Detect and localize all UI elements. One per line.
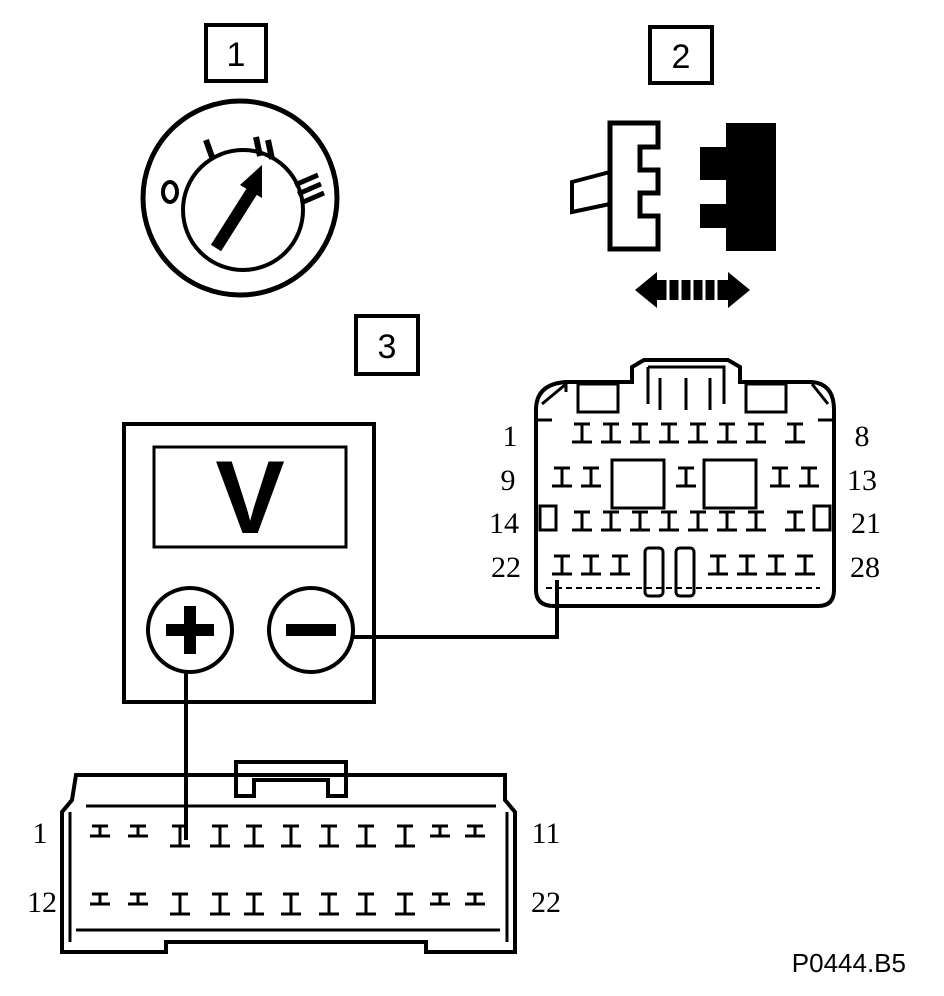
pin-label-11-lower: 11 — [532, 817, 561, 850]
pin-13 — [799, 466, 819, 488]
pin-9 — [552, 466, 572, 488]
pin-17 — [659, 510, 679, 532]
pin-8 — [785, 422, 805, 444]
lower-pin-13 — [128, 892, 148, 906]
connector-disconnect-icon — [570, 120, 776, 308]
pin-label-22: 22 — [491, 551, 521, 584]
lower-pin-1 — [90, 824, 110, 838]
step-2-label: 2 — [648, 25, 714, 85]
pin-1 — [572, 422, 592, 444]
lower-pin-4 — [210, 824, 230, 848]
connector-22-housing — [60, 773, 517, 954]
lower-pin-2 — [128, 824, 148, 838]
pin-5 — [688, 422, 708, 444]
lower-pin-16 — [244, 892, 264, 916]
connector-22-pin — [60, 760, 517, 954]
lower-pin-18 — [319, 892, 339, 916]
connector-22-pins — [90, 824, 485, 916]
pin-7 — [746, 422, 766, 444]
step-3-label: 3 — [354, 314, 420, 376]
lower-pin-11 — [465, 824, 485, 838]
lower-pin-9 — [395, 824, 415, 848]
position-3-marker — [294, 172, 325, 206]
connector-28-pin — [534, 358, 836, 608]
pin-3 — [630, 422, 650, 444]
step-1-label: 1 — [204, 23, 268, 83]
lower-pin-8 — [356, 824, 376, 848]
lower-pin-5 — [244, 824, 264, 848]
step-1-number: 1 — [227, 36, 246, 74]
pin-27 — [766, 554, 786, 576]
pin-19 — [717, 510, 737, 532]
step-2-number: 2 — [672, 38, 691, 76]
lower-pin-15 — [210, 892, 230, 916]
ignition-switch-icon — [140, 98, 340, 298]
lower-pin-20 — [395, 892, 415, 916]
figure-reference: P0444.B5 — [792, 948, 906, 978]
lower-pin-17 — [281, 892, 301, 916]
pin-12 — [770, 466, 790, 488]
pin-6 — [717, 422, 737, 444]
lower-pin-7 — [319, 824, 339, 848]
pin-label-21: 21 — [851, 507, 881, 540]
pin-label-1-lower: 1 — [33, 817, 48, 850]
positive-terminal — [146, 586, 234, 674]
pin-23 — [581, 554, 601, 576]
lower-pin-21 — [430, 892, 450, 906]
key-pointer — [210, 184, 260, 252]
pin-24 — [610, 554, 630, 576]
lower-pin-12 — [90, 892, 110, 906]
step-3-number: 3 — [378, 328, 397, 366]
pin-14 — [572, 510, 592, 532]
pin-label-1: 1 — [503, 420, 518, 453]
negative-terminal — [267, 586, 355, 674]
position-2-marker — [253, 136, 275, 160]
connector-28-pins — [552, 422, 819, 576]
pin-10 — [581, 466, 601, 488]
lower-pin-22 — [465, 892, 485, 906]
pin-label-28: 28 — [850, 551, 880, 584]
lower-pin-14 — [170, 892, 190, 916]
pin-16 — [630, 510, 650, 532]
negative-probe-wire — [353, 580, 559, 639]
pin-28 — [795, 554, 815, 576]
pin-15 — [601, 510, 621, 532]
double-arrow-icon — [635, 272, 750, 308]
pin-label-13: 13 — [847, 464, 877, 497]
plug-wire — [570, 170, 611, 215]
pin-label-12-lower: 12 — [27, 886, 57, 919]
pin-2 — [601, 422, 621, 444]
pin-25 — [708, 554, 728, 576]
pin-22 — [552, 554, 572, 576]
connector-28-latch — [646, 365, 726, 404]
socket-half — [700, 123, 776, 251]
pin-label-9: 9 — [501, 464, 516, 497]
pin-label-14: 14 — [489, 507, 519, 540]
connector-28-housing — [534, 358, 836, 608]
voltmeter-display — [152, 445, 348, 549]
pin-label-22-lower: 22 — [531, 886, 561, 919]
pin-21 — [785, 510, 805, 532]
plug-half — [607, 120, 661, 252]
voltmeter-symbol: V — [215, 440, 284, 556]
pin-4 — [659, 422, 679, 444]
pin-26 — [737, 554, 757, 576]
connector-22-latch — [234, 760, 348, 798]
position-0-marker — [161, 180, 179, 204]
position-1-marker — [203, 139, 215, 158]
voltmeter: V — [122, 422, 376, 704]
lower-pin-6 — [281, 824, 301, 848]
pin-20 — [746, 510, 766, 532]
lower-pin-19 — [356, 892, 376, 916]
lower-pin-10 — [430, 824, 450, 838]
lower-pin-3 — [170, 824, 190, 848]
pin-label-8: 8 — [855, 420, 870, 453]
pin-11 — [676, 466, 696, 488]
pin-18 — [688, 510, 708, 532]
